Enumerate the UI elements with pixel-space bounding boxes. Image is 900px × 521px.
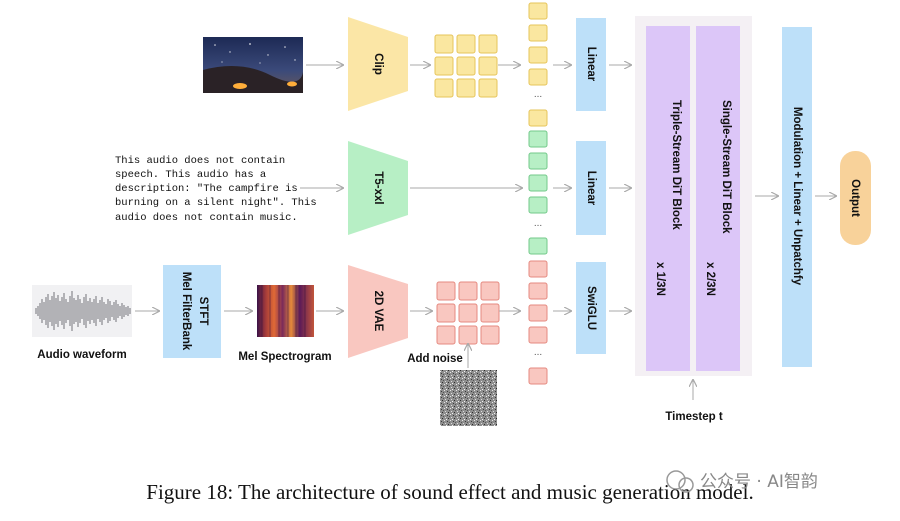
triple-stream-factor: x 1/3N (654, 262, 666, 296)
clip-token (434, 56, 454, 76)
modulation-linear-unpatchify-block: Modulation + Linear + Unpatchfy (782, 27, 812, 367)
sequence-token (528, 304, 548, 322)
vae-encoder: 2D VAE (348, 265, 408, 358)
mel-spectrogram-image (257, 285, 314, 337)
linear-block-middle: Linear (576, 141, 606, 235)
audio-waveform (32, 285, 132, 337)
triple-stream-label: Triple-Stream DiT Block (670, 100, 682, 230)
text-prompt: This audio does not contain speech. This… (115, 155, 317, 224)
clip-token (478, 56, 498, 76)
modulation-label: Modulation + Linear + Unpatchfy (791, 107, 803, 286)
sequence-token (528, 109, 548, 127)
sequence-token (528, 24, 548, 42)
night-sky-image (203, 37, 303, 93)
latent-token (480, 281, 500, 301)
linear-mid-label: Linear (585, 171, 597, 206)
sequence-token (528, 196, 548, 214)
latent-token (458, 303, 478, 323)
text-prompt-line-3: description: "The campfire is (115, 183, 298, 195)
clip-token (434, 78, 454, 98)
clip-token (456, 78, 476, 98)
swiglu-block: SwiGLU (576, 262, 606, 354)
timestep-label: Timestep t (665, 411, 722, 423)
watermark-text: 公众号 · AI智韵 (700, 472, 818, 492)
output-label: Output (849, 179, 861, 217)
single-stream-label: Single-Stream DiT Block (720, 100, 732, 234)
sequence-token (528, 282, 548, 300)
latent-token-grid (436, 281, 500, 345)
triple-stream-dit-block: Triple-Stream DiT Block x 1/3N (646, 26, 690, 371)
sequence-token (528, 152, 548, 170)
sequence-token (528, 46, 548, 64)
linear-block-top: Linear (576, 18, 606, 111)
latent-token (436, 281, 456, 301)
output-block: Output (840, 151, 871, 245)
single-stream-dit-block: Single-Stream DiT Block x 2/3N (696, 26, 740, 371)
clip-token (478, 78, 498, 98)
sequence-token (528, 2, 548, 20)
sequence-ellipsis: ... (534, 218, 542, 229)
token-sequence-column: ......... (528, 2, 548, 385)
stft-melfilterbank-block: STFT Mel FilterBank (163, 265, 221, 358)
clip-token-grid (434, 34, 498, 98)
sequence-ellipsis: ... (534, 89, 542, 100)
vae-label: 2D VAE (372, 291, 384, 332)
clip-encoder: Clip (348, 17, 408, 111)
text-prompt-line-4: burning on a silent night". This (115, 197, 317, 209)
sequence-token (528, 260, 548, 278)
swiglu-label: SwiGLU (585, 286, 597, 330)
stft-label: STFT (197, 297, 209, 326)
text-prompt-line-1: This audio does not contain (115, 155, 285, 167)
noise-image (440, 370, 497, 426)
sequence-token (528, 326, 548, 344)
sequence-token (528, 130, 548, 148)
audio-waveform-label: Audio waveform (37, 349, 126, 361)
watermark: 公众号 · AI智韵 (666, 470, 818, 493)
latent-token (480, 325, 500, 345)
clip-token (478, 34, 498, 54)
single-stream-factor: x 2/3N (704, 262, 716, 296)
t5-label: T5-xxl (372, 171, 384, 204)
mel-spectrogram-label: Mel Spectrogram (238, 351, 331, 363)
latent-token (480, 303, 500, 323)
sequence-token (528, 367, 548, 385)
figure-caption: Figure 18: The architecture of sound eff… (146, 480, 753, 504)
clip-token (434, 34, 454, 54)
text-prompt-line-5: audio does not contain music. (115, 212, 298, 224)
text-prompt-line-2: speech. This audio has a (115, 169, 266, 181)
latent-token (458, 325, 478, 345)
sequence-token (528, 68, 548, 86)
mel-filterbank-label: Mel FilterBank (180, 272, 192, 351)
sequence-token (528, 237, 548, 255)
sequence-token (528, 174, 548, 192)
sequence-ellipsis: ... (534, 347, 542, 358)
linear-top-label: Linear (585, 47, 597, 82)
latent-token (436, 303, 456, 323)
dit-blocks-container: Triple-Stream DiT Block x 1/3N Single-St… (635, 16, 752, 376)
clip-token (456, 56, 476, 76)
add-noise-label: Add noise (407, 353, 463, 365)
latent-token (458, 281, 478, 301)
latent-token (436, 325, 456, 345)
clip-token (456, 34, 476, 54)
clip-label: Clip (372, 53, 384, 75)
t5-encoder: T5-xxl (348, 141, 408, 235)
